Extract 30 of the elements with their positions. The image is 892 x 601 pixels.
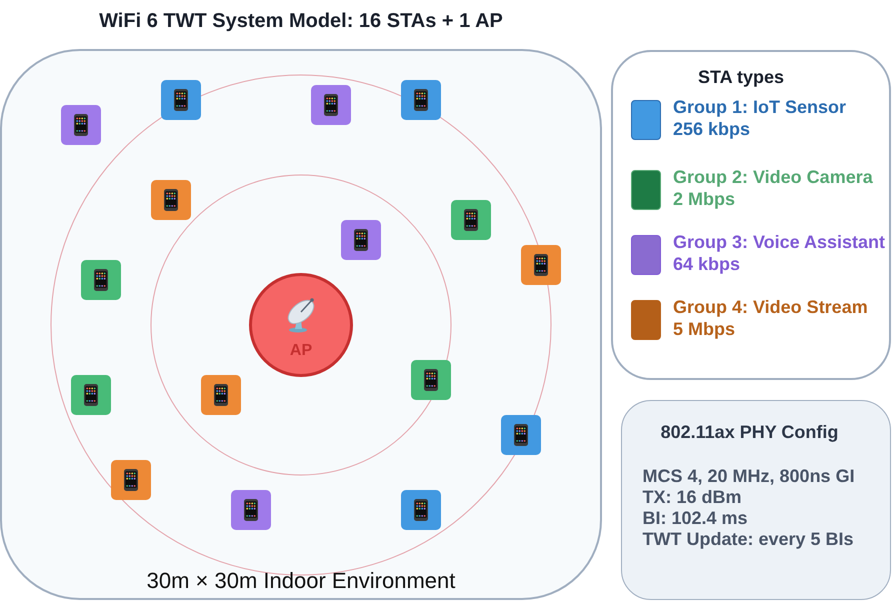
config-line: MCS 4, 20 MHz, 800ns GI [642,466,855,486]
config-line: TWT Update: every 5 BIs [642,529,854,550]
device-tile [521,245,561,285]
device-tile [161,80,201,120]
config-line: TX: 16 dBm [642,486,742,508]
device-tile [311,85,351,125]
legend-heading: STA types [698,66,784,88]
config-panel [621,400,891,600]
device-tile [501,415,541,455]
device-tile [401,490,441,530]
legend-text: Group 3: Voice Assistant 64 kbps [673,231,886,275]
device-tile [231,490,271,530]
legend-text: Group 2: Video Camera 2 Mbps [673,166,874,210]
device-tile [111,460,151,500]
legend-text: Group 1: IoT Sensor 256 kbps [673,96,848,140]
device-tile [201,375,241,415]
device-tile [61,105,101,145]
legend-text: Group 4: Video Stream 5 Mbps [673,296,869,340]
room-caption: 30m × 30m Indoor Environment [146,568,456,594]
room-area [0,49,602,600]
device-tile [401,80,441,120]
panel-heading: 802.11ax PHY Config [660,420,838,442]
device-tile [81,260,121,300]
device-tile [341,220,381,260]
device-tile [71,375,111,415]
device-tile [451,200,491,240]
device-tile [411,360,451,400]
config-line: BI: 102.4 ms [642,508,748,530]
device-tile [151,180,191,220]
diagram-title: WiFi 6 TWT System Model: 16 STAs + 1 AP [99,9,503,33]
